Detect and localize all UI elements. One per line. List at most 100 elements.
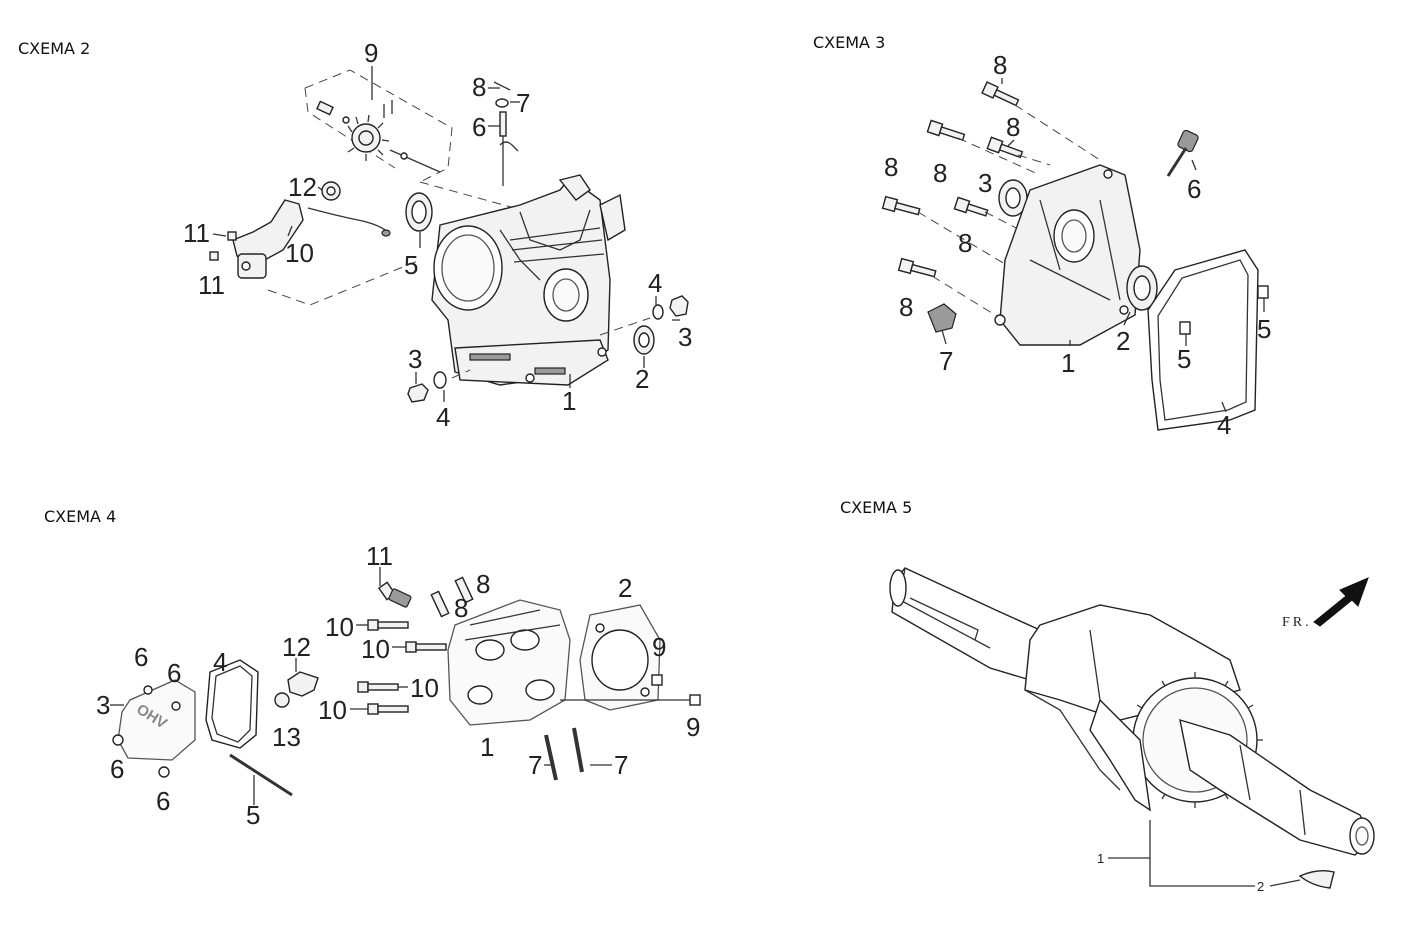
crankshaft-icon (889, 567, 1375, 856)
part-number: 2 (635, 364, 649, 394)
part-number: 6 (167, 658, 181, 688)
part-number: 10 (410, 673, 439, 703)
leader (1149, 858, 1255, 887)
part-number: 9 (686, 712, 700, 742)
nut-icon (274, 692, 290, 708)
scheme-2-crankcase: CXEMA 2 (18, 38, 692, 432)
oil-seal-inner (1005, 187, 1021, 209)
part-number: 8 (476, 569, 490, 599)
scheme-2-title: CXEMA 2 (18, 39, 90, 58)
part-number: 7 (614, 750, 628, 780)
part-number: 9 (652, 632, 666, 662)
part-number: 9 (364, 38, 378, 68)
scheme-3-leaders (941, 78, 1265, 413)
part-number: 4 (1217, 410, 1231, 440)
push-rod-icon (572, 727, 584, 773)
drain-plug-icon (407, 295, 689, 403)
crankcase-cover-icon (994, 164, 1141, 346)
leader (1108, 820, 1151, 859)
part-number: 4 (648, 268, 662, 298)
scheme-3-part-numbers: 8 8 8 8 3 6 8 8 7 1 2 5 5 4 (884, 50, 1271, 440)
part-number: 13 (272, 722, 301, 752)
part-number: 8 (993, 50, 1007, 80)
bolt-leader (1014, 104, 1101, 161)
scheme-4-part-numbers: 11 8 8 2 10 10 12 9 10 10 6 6 4 3 13 9 1… (96, 541, 700, 830)
head-bolts-icon (357, 619, 447, 715)
part-number: 11 (198, 270, 225, 300)
part-number: 6 (156, 786, 170, 816)
part-number: 2 (1116, 326, 1130, 356)
leader (1269, 879, 1301, 887)
part-number: 3 (678, 322, 692, 352)
part-number: 10 (361, 634, 390, 664)
part-number: 10 (325, 612, 354, 642)
part-number: 1 (562, 386, 576, 416)
part-number: 8 (933, 158, 947, 188)
bracket-icon (287, 671, 319, 697)
direction-label: FR. (1282, 615, 1312, 630)
breather-rod-icon (229, 753, 293, 797)
part-number: 8 (899, 292, 913, 322)
head-gasket-icon (579, 604, 661, 711)
oil-sensor-leader-line (267, 259, 421, 306)
part-number: 1 (1061, 348, 1075, 378)
part-number: 12 (282, 632, 311, 662)
part-number: 1 (1097, 851, 1104, 866)
bolts-icon (881, 81, 1024, 278)
part-number: 6 (110, 754, 124, 784)
woodruff-key-icon (1298, 869, 1335, 889)
crankcase-block-icon (431, 174, 626, 386)
dowel-pin-icon (651, 674, 663, 686)
gasket-icon (1147, 249, 1259, 431)
cylinder-head-icon (447, 599, 571, 726)
part-number: 6 (134, 642, 148, 672)
stud-icon (454, 576, 474, 604)
part-number: 8 (884, 152, 898, 182)
part-number: 5 (1177, 344, 1191, 374)
spark-plug-icon (377, 567, 412, 608)
bolt-leader (931, 275, 1001, 319)
cover-gasket-inner (211, 665, 253, 743)
part-number: 4 (436, 402, 450, 432)
oil-filler-cap-icon (927, 303, 957, 333)
part-number: 11 (366, 541, 393, 571)
part-number: 2 (1257, 879, 1264, 894)
dowel-pin-icon (689, 694, 701, 706)
part-number: 3 (978, 168, 992, 198)
part-number: 11 (183, 218, 210, 248)
part-number: 8 (454, 593, 468, 623)
part-number: 8 (472, 72, 486, 102)
cover-gasket-icon (205, 659, 259, 749)
oil-dipstick-icon (1166, 129, 1199, 177)
scheme-5-title: CXEMA 5 (840, 498, 912, 517)
push-rod-icon (544, 734, 558, 781)
part-number: 10 (318, 695, 347, 725)
part-number: 6 (1187, 174, 1201, 204)
part-number: 1 (480, 732, 494, 762)
part-number: 5 (246, 800, 260, 830)
scheme-5-crankshaft: CXEMA 5 FR. (840, 498, 1375, 894)
valve-cover-icon: OHV (112, 679, 196, 778)
part-number: 4 (213, 647, 227, 677)
part-number: 8 (958, 228, 972, 258)
dowel-pin-icon (1257, 285, 1269, 299)
stud-icon (430, 590, 450, 618)
bolt-leader (917, 211, 1016, 271)
scheme-3-crankcase-cover: CXEMA 3 (813, 33, 1271, 440)
part-number: 5 (404, 250, 418, 280)
scheme-2-leaders (212, 66, 680, 402)
scheme-4-cylinder-head: CXEMA 4 (44, 507, 701, 830)
scheme-2-part-numbers: 9 8 7 6 12 11 10 11 5 4 3 3 2 4 1 (183, 38, 692, 432)
part-number: 2 (618, 573, 632, 603)
oil-sensor-icon (209, 181, 391, 279)
part-number: 6 (472, 112, 486, 142)
front-direction-arrow-icon (1313, 577, 1369, 627)
part-number: 3 (96, 690, 110, 720)
part-number: 3 (408, 344, 422, 374)
dowel-pin-icon (1179, 321, 1191, 335)
oil-seal-icon (405, 192, 433, 232)
governor-assembly-icon (316, 100, 441, 173)
part-number: 7 (939, 346, 953, 376)
part-number: 5 (1257, 314, 1271, 344)
bolt-washer-pin-icon (493, 81, 519, 186)
